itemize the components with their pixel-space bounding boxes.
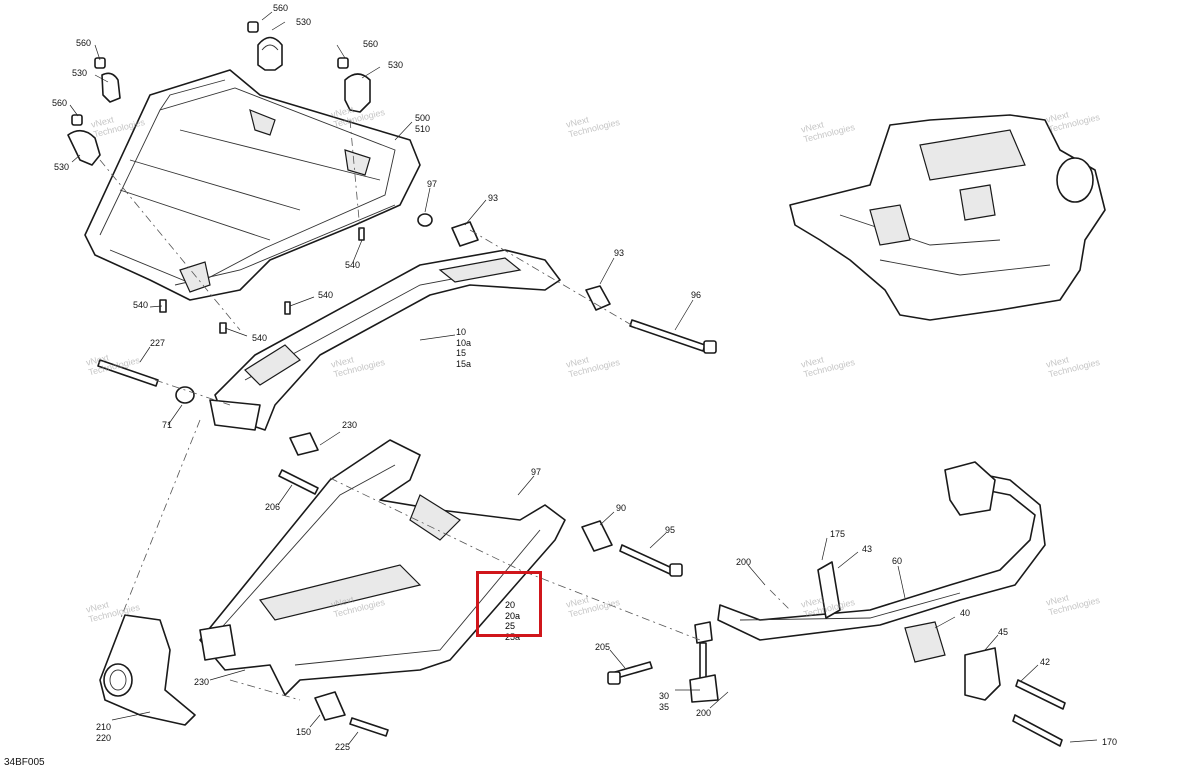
callout-220: 220	[96, 733, 112, 743]
bolt-225	[349, 717, 389, 737]
callout-170: 170	[1102, 737, 1118, 747]
knuckle-210	[99, 614, 196, 726]
callout-540: 540	[252, 333, 268, 343]
upper-a-arm	[209, 249, 561, 431]
callout-93: 93	[614, 248, 625, 258]
callout-93: 93	[488, 193, 499, 203]
callout-560: 560	[52, 98, 68, 108]
bolt-205	[607, 661, 653, 685]
callout-200: 200	[696, 708, 712, 718]
bushing-93-a	[417, 213, 479, 247]
stabilizer-bar	[717, 461, 1046, 641]
callout-43: 43	[862, 544, 873, 554]
callout-42: 42	[1040, 657, 1051, 667]
assembled-suspension	[789, 114, 1106, 321]
clamp-530-a	[247, 21, 283, 71]
callout-230: 230	[342, 420, 358, 430]
callout-205: 205	[595, 642, 611, 652]
callout-560: 560	[363, 39, 379, 49]
assembly-lines	[99, 119, 791, 701]
bushing-230-a	[289, 432, 319, 456]
clamp-530-b	[337, 57, 371, 113]
callout-95: 95	[665, 525, 676, 535]
callout-35: 35	[659, 702, 670, 712]
clamp-530-c	[94, 57, 121, 103]
callout-530: 530	[296, 17, 312, 27]
callout-560: 560	[76, 38, 92, 48]
bushing-90	[581, 520, 613, 552]
callout-530: 530	[54, 162, 70, 172]
callout-200: 200	[736, 557, 752, 567]
callout-150: 150	[296, 727, 312, 737]
link-43	[817, 561, 841, 619]
highlight-box	[476, 571, 542, 637]
callout-230: 230	[194, 677, 210, 687]
callout-540: 540	[345, 260, 361, 270]
callout-225: 225	[335, 742, 351, 752]
callout-60: 60	[892, 556, 903, 566]
link-rod-30	[689, 621, 719, 703]
bolts-540	[159, 227, 365, 334]
callout-97: 97	[427, 179, 438, 189]
callout-540: 540	[133, 300, 149, 310]
lower-a-arm	[199, 439, 566, 696]
callout-71: 71	[162, 420, 173, 430]
callout-560: 560	[273, 3, 289, 13]
bolt-227	[97, 359, 195, 404]
callout-45: 45	[998, 627, 1009, 637]
bolt-206	[278, 469, 319, 495]
callout-540: 540	[318, 290, 334, 300]
bracket-40	[904, 621, 946, 663]
callout-175: 175	[830, 529, 846, 539]
bolts-42-170	[1012, 679, 1066, 747]
callout-206: 206	[265, 502, 281, 512]
callout-40: 40	[960, 608, 971, 618]
leader-lines	[69, 11, 1098, 746]
bushing-150	[314, 691, 346, 721]
callout-90: 90	[616, 503, 627, 513]
callout-30: 30	[659, 691, 670, 701]
bracket-45	[964, 647, 1001, 701]
callout-210: 210	[96, 722, 112, 732]
callout-530: 530	[72, 68, 88, 78]
callout-530: 530	[388, 60, 404, 70]
diagram-reference-code: 34BF005	[4, 757, 45, 768]
callout-96: 96	[691, 290, 702, 300]
skid-plate	[84, 69, 421, 301]
bolt-96	[629, 319, 717, 354]
bushing-93-b	[585, 285, 611, 311]
callout-97: 97	[531, 467, 542, 477]
bolt-95	[619, 544, 683, 577]
callout-227: 227	[150, 338, 166, 348]
